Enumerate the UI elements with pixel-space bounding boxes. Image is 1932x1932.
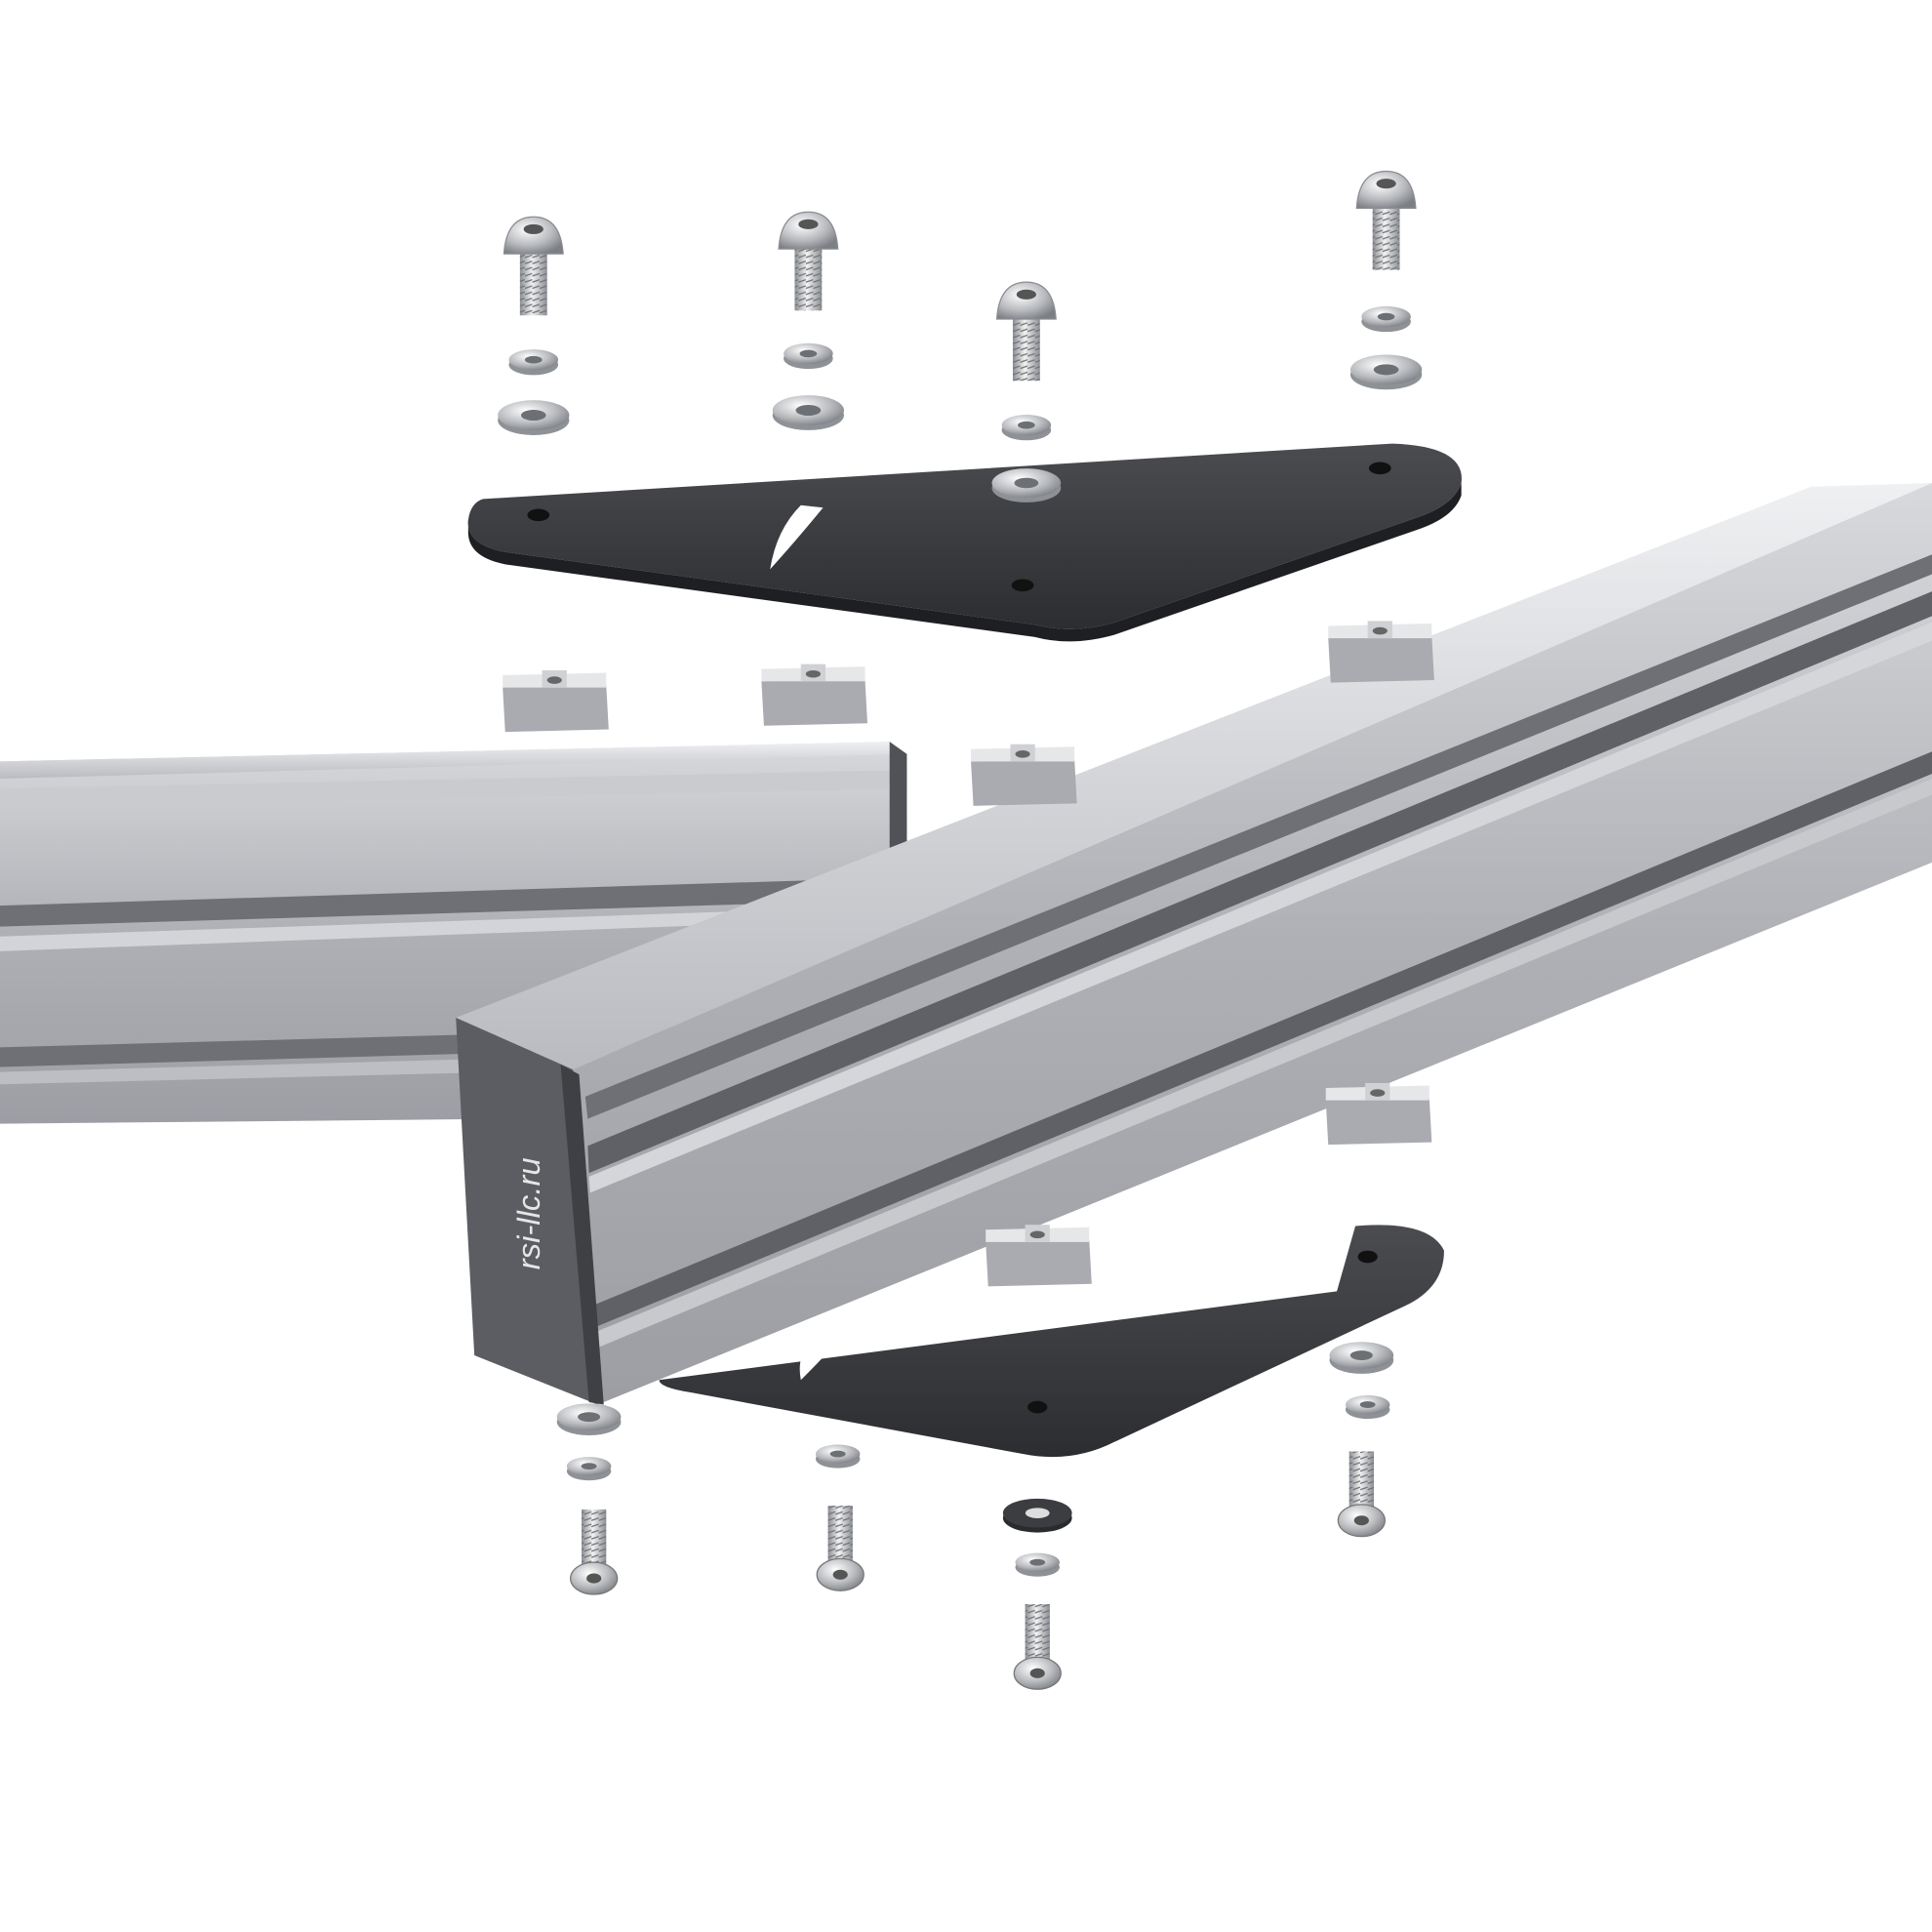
t-nut-icon bbox=[986, 1225, 1092, 1287]
bottom-bracket-plate bbox=[659, 1225, 1444, 1458]
washer-icon bbox=[1349, 354, 1423, 390]
washer-icon bbox=[772, 395, 844, 430]
t-nut-icon bbox=[971, 744, 1077, 806]
washer-icon bbox=[566, 1457, 612, 1481]
screw-icon bbox=[995, 281, 1057, 382]
washer-icon bbox=[1001, 415, 1052, 441]
t-nut-icon bbox=[1328, 621, 1434, 683]
top-bracket-plate bbox=[467, 443, 1462, 642]
washer-icon bbox=[784, 342, 833, 370]
screw-icon bbox=[778, 211, 839, 311]
washer-icon bbox=[1345, 1394, 1390, 1420]
t-nut-icon bbox=[761, 664, 867, 726]
front-aluminum-profile: rsi-llc.ru bbox=[456, 483, 1932, 1405]
fastener-hardware bbox=[498, 170, 1434, 1690]
screw-icon bbox=[816, 1506, 865, 1591]
end-cap-brand-text: rsi-llc.ru bbox=[510, 1157, 546, 1269]
washer-icon bbox=[991, 468, 1062, 503]
screw-icon bbox=[503, 216, 564, 316]
washer-icon bbox=[1329, 1342, 1394, 1374]
screw-icon bbox=[1337, 1451, 1386, 1538]
washer-icon bbox=[498, 400, 570, 435]
screw-icon bbox=[1355, 170, 1417, 270]
washer-icon bbox=[1015, 1552, 1060, 1577]
front-profile-end-cap bbox=[456, 1018, 598, 1405]
t-nut-icon bbox=[1325, 1082, 1432, 1146]
washer-icon bbox=[556, 1403, 622, 1436]
washer-icon bbox=[1361, 305, 1411, 333]
left-profile-end-cap bbox=[889, 742, 907, 863]
t-nut-icon bbox=[503, 669, 609, 733]
washer-icon bbox=[508, 349, 559, 376]
screw-icon bbox=[570, 1509, 619, 1595]
plate-slot bbox=[770, 504, 824, 570]
washer-icon bbox=[815, 1444, 861, 1469]
screw-icon bbox=[1013, 1604, 1062, 1690]
washer-icon bbox=[1002, 1498, 1072, 1533]
